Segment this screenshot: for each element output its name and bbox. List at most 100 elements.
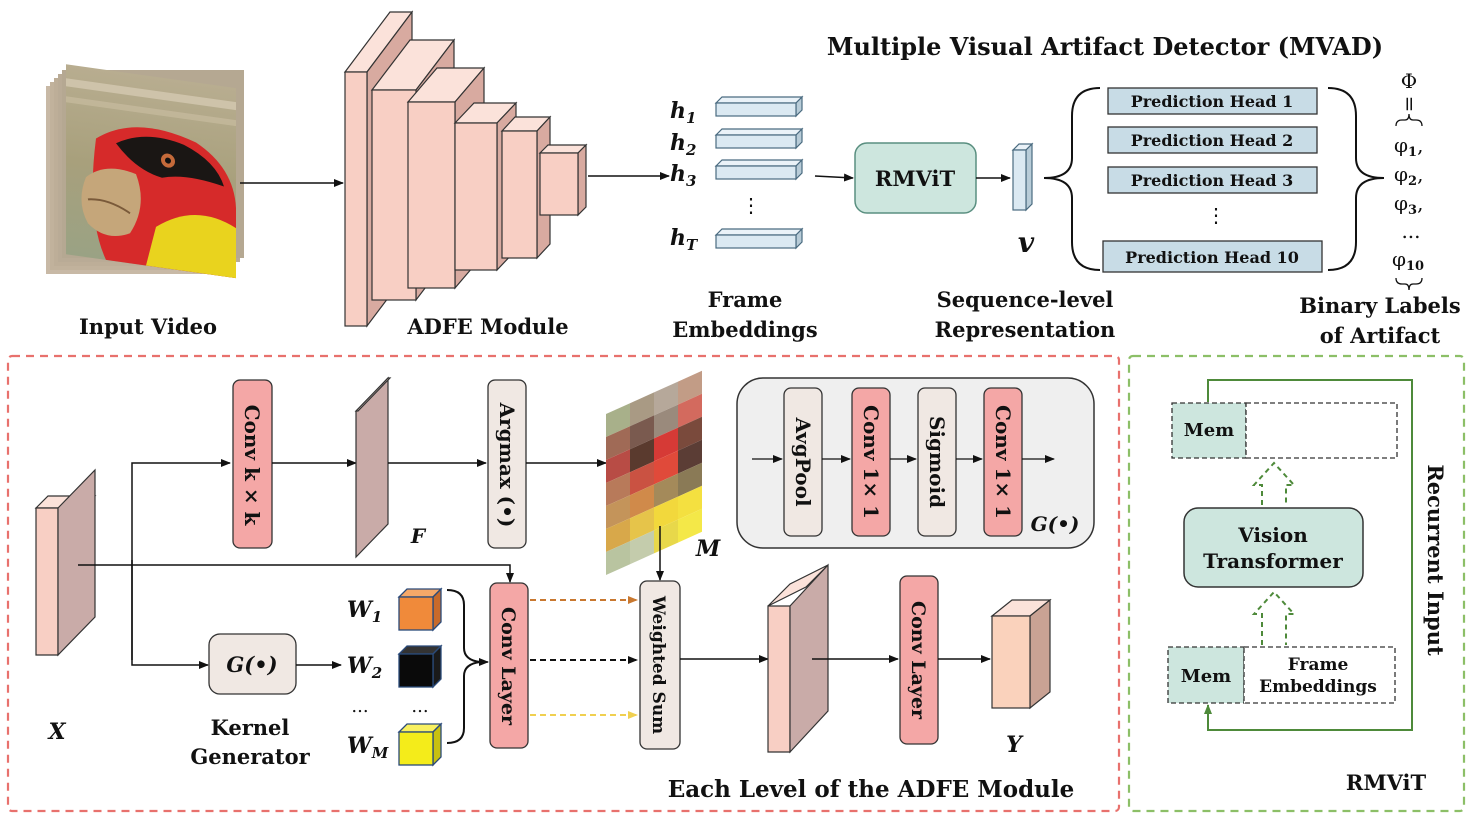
phi-dots: ... bbox=[1401, 219, 1420, 243]
phi-bottom-brace bbox=[1395, 277, 1423, 291]
input-video-label: Input Video bbox=[79, 314, 217, 339]
y-output-cube bbox=[990, 598, 1052, 710]
up-arrow-bottom bbox=[1251, 590, 1297, 645]
w2-label: W2 bbox=[347, 653, 382, 682]
cube-dots: ... bbox=[411, 696, 428, 717]
prediction-head-1 bbox=[1107, 87, 1318, 115]
mosaic-cell bbox=[630, 530, 654, 565]
mem-bottom-box bbox=[1167, 646, 1245, 704]
kernel-generator-label-1: Kernel bbox=[211, 715, 290, 740]
prediction-heads: Prediction Head 1 Prediction Head 2 Pred… bbox=[1102, 87, 1323, 273]
adfe-level-frame bbox=[6, 354, 1121, 813]
frame-embeddings-box-label-1: Frame bbox=[1288, 655, 1349, 675]
vision-transformer-label-2: Transformer bbox=[1203, 549, 1343, 573]
up-arrow-top bbox=[1251, 461, 1297, 505]
mosaic-cell bbox=[678, 439, 702, 474]
phi-top-brace bbox=[1395, 113, 1423, 127]
w-dots: ... bbox=[351, 696, 368, 717]
v-label: v bbox=[1018, 226, 1035, 259]
v-vector bbox=[1011, 142, 1034, 212]
x-label: X bbox=[46, 719, 66, 745]
kernel-generator-label-2: Generator bbox=[190, 744, 310, 769]
arrow-x-to-conv-layer bbox=[78, 564, 514, 583]
m-mosaic bbox=[606, 370, 702, 575]
weighted-feature-map bbox=[767, 563, 829, 754]
mosaic-cell bbox=[654, 381, 678, 416]
wm-label: WM bbox=[347, 733, 389, 762]
g-conv1-block bbox=[851, 387, 891, 537]
conv-layer-1-label: Conv Layer bbox=[497, 607, 519, 726]
mem-top-empty-box bbox=[1245, 402, 1398, 459]
heads-left-brace bbox=[1043, 87, 1101, 271]
prediction-head-10-label: Prediction Head 10 bbox=[1125, 248, 1299, 267]
seq-label-1: Sequence-level bbox=[937, 287, 1114, 312]
heads-vdots: ⋮ bbox=[1206, 203, 1226, 227]
m-label: M bbox=[695, 536, 721, 562]
mosaic-cell bbox=[654, 427, 678, 462]
conv-layer-2-block bbox=[899, 575, 939, 745]
arrow-x-to-conv-kxk bbox=[131, 459, 231, 660]
phi-10: φ10 bbox=[1392, 247, 1424, 274]
mosaic-cell bbox=[606, 403, 630, 437]
embeddings-vdots: ⋮ bbox=[741, 193, 761, 217]
recurrent-input-label: Recurrent Input bbox=[1423, 464, 1448, 656]
bird-frame bbox=[66, 64, 236, 279]
g-sigmoid-label: Sigmoid bbox=[925, 416, 949, 508]
binary-labels-1: Binary Labels bbox=[1299, 293, 1460, 318]
mosaic-cell bbox=[606, 518, 630, 552]
mosaic-cell bbox=[678, 462, 702, 497]
prediction-head-3-label: Prediction Head 3 bbox=[1131, 171, 1294, 190]
mosaic-cell bbox=[678, 370, 702, 405]
g-avgpool-label: AvgPool bbox=[791, 416, 815, 506]
heads-right-brace bbox=[1327, 87, 1385, 271]
h3-label: h3 bbox=[670, 161, 696, 190]
mem-top-label: Mem bbox=[1184, 420, 1234, 441]
arrow-x-to-kernel-gen bbox=[131, 560, 209, 669]
mosaic-cell bbox=[678, 393, 702, 428]
phi-equals: = bbox=[1398, 96, 1422, 113]
input-video-image bbox=[46, 64, 244, 279]
mvad-title: Multiple Visual Artifact Detector (MVAD) bbox=[827, 32, 1383, 61]
argmax-label: Argmax (•) bbox=[495, 402, 519, 528]
f-feature-map bbox=[354, 376, 392, 559]
mosaic-cell bbox=[630, 461, 654, 496]
kernel-generator-box bbox=[208, 633, 297, 695]
phi-3: φ3, bbox=[1394, 191, 1423, 218]
prediction-head-2-label: Prediction Head 2 bbox=[1131, 131, 1294, 150]
kernel-cube-wm bbox=[397, 722, 443, 767]
conv-kxk-label: Conv k × k bbox=[240, 405, 264, 527]
mosaic-cell bbox=[678, 485, 702, 520]
kernel-cube-w2 bbox=[397, 644, 443, 689]
vision-transformer-label-1: Vision bbox=[1237, 523, 1308, 547]
mosaic-cell bbox=[606, 472, 630, 506]
h1-label: h1 bbox=[670, 98, 696, 127]
mosaic-cell bbox=[606, 541, 630, 575]
mosaic-cell bbox=[630, 484, 654, 519]
g-conv2-label: Conv 1× 1 bbox=[991, 405, 1015, 519]
mosaic-cell bbox=[678, 508, 702, 543]
adfe-module-blocks bbox=[343, 10, 588, 328]
g-avgpool-block bbox=[783, 387, 823, 537]
prediction-head-10 bbox=[1102, 240, 1323, 273]
frame-embeddings-label-2: Embeddings bbox=[672, 317, 817, 342]
hT-label: hT bbox=[670, 225, 699, 254]
recurrent-loop-line bbox=[1204, 379, 1413, 731]
mosaic-cell bbox=[630, 392, 654, 427]
f-label: F bbox=[410, 524, 427, 548]
kernel-cube-w1 bbox=[397, 587, 443, 632]
mosaic-cell bbox=[606, 426, 630, 460]
arrow-embeddings-to-rmvit bbox=[814, 173, 854, 182]
mosaic-cell bbox=[654, 473, 678, 508]
argmax-block bbox=[487, 379, 527, 549]
phi-1: φ1, bbox=[1394, 133, 1423, 160]
g-label: G(•) bbox=[1031, 512, 1080, 536]
mosaic-cell bbox=[654, 496, 678, 531]
adfe-level-caption: Each Level of the ADFE Module bbox=[668, 776, 1075, 803]
mem-bottom-label: Mem bbox=[1181, 666, 1231, 687]
frame-embedding-bars bbox=[714, 95, 804, 250]
kernels-brace bbox=[446, 589, 481, 744]
frame-embeddings-label-1: Frame bbox=[708, 287, 783, 312]
weighted-sum-label: Weighted Sum bbox=[648, 595, 668, 734]
